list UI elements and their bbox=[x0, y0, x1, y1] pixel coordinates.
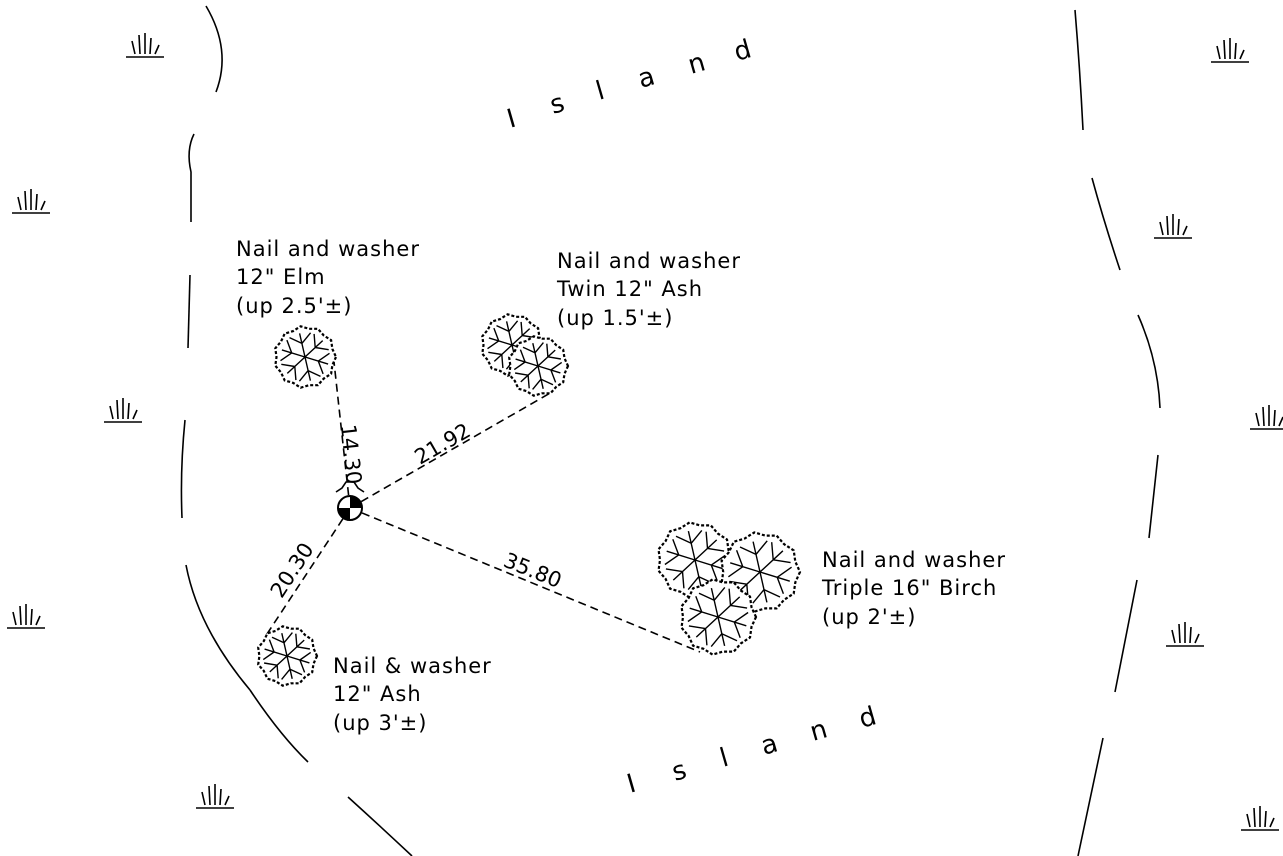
marsh-grass-symbol bbox=[1153, 213, 1193, 239]
marsh-grass-symbol bbox=[125, 32, 165, 58]
deciduous-tree-symbol bbox=[257, 625, 319, 687]
tie-line-birch bbox=[349, 507, 701, 653]
tree-label-line: Triple 16" Birch bbox=[821, 576, 997, 600]
marsh-grass-symbol bbox=[1210, 37, 1250, 63]
label-twin-ash: Nail and washer Twin 12" Ash (up 1.5'±) bbox=[556, 249, 741, 330]
shoreline-left bbox=[180, 5, 413, 856]
island-label-top: I s l a n d bbox=[504, 34, 755, 134]
tree-label-line: (up 2.5'±) bbox=[236, 294, 352, 318]
dimension-labels: 14.30 21.92 35.80 20.30 bbox=[266, 419, 565, 602]
island-letter: a bbox=[635, 61, 659, 94]
tree-label-line: (up 1.5'±) bbox=[557, 306, 673, 330]
survey-control-point-symbol bbox=[335, 481, 365, 521]
shoreline-right bbox=[1074, 9, 1161, 856]
deciduous-tree-symbol bbox=[657, 521, 735, 599]
tree-label-line: Twin 12" Ash bbox=[556, 277, 703, 301]
island-letter: n bbox=[807, 714, 831, 747]
marsh-grass-symbol bbox=[1165, 621, 1205, 647]
label-birch: Nail and washer Triple 16" Birch (up 2'±… bbox=[821, 548, 1006, 629]
dimension-elm: 14.30 bbox=[336, 423, 366, 485]
island-letter: s bbox=[669, 755, 690, 788]
tree-label-line: Nail and washer bbox=[822, 548, 1006, 572]
tree-label-line: Nail & washer bbox=[333, 654, 492, 678]
tie-line-elm bbox=[333, 361, 351, 509]
deciduous-tree-symbol bbox=[508, 335, 570, 397]
tree-label-line: Nail and washer bbox=[557, 249, 741, 273]
island-label-bottom: I s l a n d bbox=[624, 701, 880, 799]
island-letter: a bbox=[758, 728, 782, 761]
marsh-grass-symbol bbox=[195, 783, 235, 809]
tree-label-line: Nail and washer bbox=[236, 237, 420, 261]
island-letter: n bbox=[685, 47, 709, 80]
dimension-ash: 20.30 bbox=[266, 538, 319, 601]
dimension-twin-ash: 21.92 bbox=[410, 419, 474, 470]
tree-label-line: 12" Ash bbox=[333, 682, 422, 706]
tie-lines bbox=[264, 361, 701, 653]
island-letter: I bbox=[624, 769, 640, 800]
island-letter: s bbox=[547, 88, 568, 121]
deciduous-tree-symbol bbox=[680, 578, 758, 656]
island-letter: I bbox=[504, 104, 520, 135]
deciduous-tree-symbol bbox=[274, 325, 338, 389]
island-letter: l bbox=[717, 743, 732, 774]
marsh-grass-symbol bbox=[1249, 404, 1283, 430]
trees bbox=[257, 313, 802, 687]
label-elm: Nail and washer 12" Elm (up 2.5'±) bbox=[236, 237, 420, 318]
island-letter: l bbox=[593, 76, 608, 107]
tree-label-line: 12" Elm bbox=[236, 265, 326, 289]
tree-label-line: (up 3'±) bbox=[333, 711, 427, 735]
marsh-grass-symbol bbox=[1240, 805, 1280, 831]
marsh-grass-symbol bbox=[6, 603, 46, 629]
dimension-birch: 35.80 bbox=[500, 548, 565, 593]
island-letter: d bbox=[856, 701, 880, 734]
tree-label-line: (up 2'±) bbox=[822, 605, 916, 629]
label-ash: Nail & washer 12" Ash (up 3'±) bbox=[333, 654, 492, 735]
marsh-grass-symbol bbox=[11, 188, 51, 214]
island-letter: d bbox=[731, 34, 755, 67]
marsh-grass-symbol bbox=[103, 397, 143, 423]
marsh-symbols bbox=[6, 32, 1283, 831]
